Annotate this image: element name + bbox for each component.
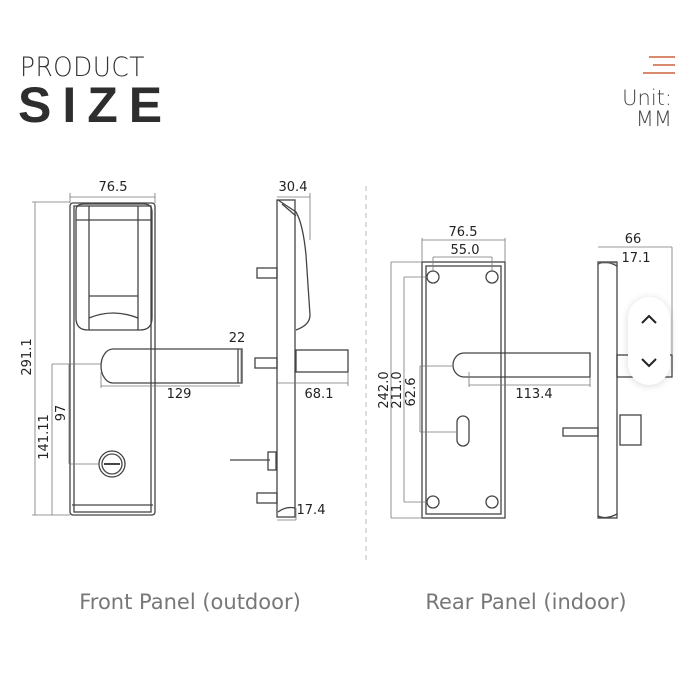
dim-plate-depth: 17.1 xyxy=(622,251,651,266)
dim-rear-side-depth: 66 xyxy=(625,232,642,247)
rear-panel-caption: Rear Panel (indoor) xyxy=(425,590,627,614)
dim-front-height: 291.1 xyxy=(20,338,35,375)
scroll-down-button[interactable] xyxy=(628,341,670,385)
dim-handle-to-knob: 97 xyxy=(54,405,69,422)
front-panel-caption: Front Panel (outdoor) xyxy=(79,590,301,614)
dim-front-width: 76.5 xyxy=(99,180,128,195)
title-product: PRODUCT xyxy=(20,52,145,83)
dim-bottom-depth: 17.4 xyxy=(297,503,326,518)
dim-handle-height: 22 xyxy=(229,331,246,346)
scroll-up-button[interactable] xyxy=(628,297,670,341)
front-side-drawing: 30.4 68.1 17.4 xyxy=(230,180,349,521)
unit-text: Unit: xyxy=(622,86,672,110)
dim-rear-handle-length: 113.4 xyxy=(515,387,552,402)
dim-rear-height: 242.0 xyxy=(377,371,392,408)
title-size: SIZE xyxy=(18,77,174,133)
unit-label: Unit: MM xyxy=(622,88,672,130)
dim-rear-width: 76.5 xyxy=(449,225,478,240)
menu-icon[interactable] xyxy=(641,56,675,76)
front-panel-drawing: 76.5 291.1 141.11 97 22 129 xyxy=(20,180,246,516)
chevron-down-icon xyxy=(641,358,657,368)
unit-value: MM xyxy=(635,107,672,131)
dim-hole-spacing: 55.0 xyxy=(451,243,480,258)
scroll-widget xyxy=(628,297,670,385)
dim-hole-vertical: 211.0 xyxy=(390,371,405,408)
dim-knob-to-bottom: 141.11 xyxy=(37,414,52,460)
dim-side-depth: 30.4 xyxy=(279,180,308,195)
rear-panel-drawing: 76.5 55.0 242.0 211.0 62.6 113.4 xyxy=(377,225,591,519)
keyhole-icon xyxy=(456,415,470,447)
dim-handle-length: 129 xyxy=(167,387,192,402)
dim-handle-projection: 68.1 xyxy=(305,387,334,402)
chevron-up-icon xyxy=(641,314,657,324)
dim-handle-to-keyhole: 62.6 xyxy=(404,378,419,407)
